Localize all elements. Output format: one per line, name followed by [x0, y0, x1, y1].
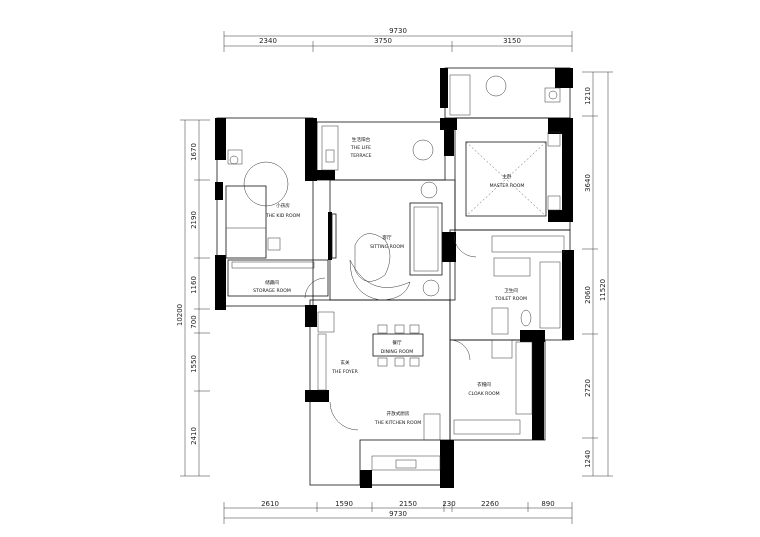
dim-top-total: 9730 [389, 27, 407, 35]
dim-left-seg-6: 2410 [190, 427, 198, 445]
dim-top-seg-3: 3150 [503, 37, 521, 45]
dimension-left: 10200 1670 2190 1160 700 1550 2410 [176, 119, 210, 477]
kid-room-cn: 小孩房 [276, 202, 290, 209]
toilet-room-cn: 卫生间 [504, 287, 518, 294]
room-kitchen: 开放式厨房 THE KITCHEN ROOM [374, 410, 421, 426]
room-storage: 储藏间 STORAGE ROOM [253, 279, 291, 294]
dim-left-seg-3: 1160 [190, 276, 198, 294]
sitting-room-en: SITTING ROOM [370, 244, 404, 250]
dim-bottom-seg-6: 890 [541, 500, 554, 508]
dim-bottom-seg-3: 2150 [399, 500, 417, 508]
room-foyer: 玄关 THE FOYER [331, 359, 358, 375]
room-toilet: 卫生间 TOILET ROOM [494, 287, 527, 302]
kitchen-room-cn: 开放式厨房 [387, 410, 410, 417]
dim-right-seg-5: 1240 [584, 450, 592, 468]
dimension-top: 9730 2340 3750 3150 [223, 27, 573, 52]
master-room-en: MASTER ROOM [490, 183, 525, 189]
dim-bottom-seg-5: 2260 [481, 500, 499, 508]
dim-right-seg-4: 2720 [584, 379, 592, 397]
room-life-terrace: 生活阳台 THE LIFE TERRACE [349, 136, 371, 159]
toilet-room-en: TOILET ROOM [494, 296, 527, 302]
foyer-en: THE FOYER [331, 369, 358, 375]
kitchen-room-en: THE KITCHEN ROOM [374, 420, 421, 426]
dim-left-total: 10200 [176, 304, 184, 326]
structural-walls [215, 68, 574, 488]
dim-top-seg-1: 2340 [259, 37, 277, 45]
room-sitting: 客厅 SITTING ROOM [370, 234, 404, 250]
dining-room-cn: 餐厅 [392, 339, 402, 346]
kid-room-en: THE KID ROOM [265, 213, 300, 219]
dim-left-seg-5: 1550 [190, 355, 198, 373]
life-terrace-en-1: THE LIFE [350, 145, 371, 151]
foyer-cn: 玄关 [340, 359, 350, 366]
dining-room-en: DINING ROOM [381, 349, 414, 355]
room-dining: 餐厅 DINING ROOM [381, 339, 414, 355]
room-cloak: 衣帽间 CLOAK ROOM [468, 381, 499, 397]
dim-bottom-seg-1: 2610 [261, 500, 279, 508]
dim-right-seg-2: 3640 [584, 174, 592, 192]
dim-bottom-seg-4: 230 [442, 500, 455, 508]
sitting-room-cn: 客厅 [382, 234, 392, 241]
master-room-cn: 主卧 [502, 173, 512, 180]
dim-left-seg-1: 1670 [190, 143, 198, 161]
storage-room-en: STORAGE ROOM [253, 288, 291, 294]
room-kid: 小孩房 THE KID ROOM [265, 202, 300, 219]
cloak-room-en: CLOAK ROOM [468, 391, 499, 397]
dim-top-seg-2: 3750 [374, 37, 392, 45]
dim-bottom-total: 9730 [389, 510, 407, 518]
life-terrace-en-2: TERRACE [349, 153, 371, 159]
storage-room-cn: 储藏间 [265, 279, 279, 286]
dim-right-seg-1: 1210 [584, 87, 592, 105]
dimension-right: 1210 3640 2060 2720 1240 11520 [582, 71, 613, 477]
room-master: 主卧 MASTER ROOM [490, 173, 525, 189]
furniture [225, 74, 565, 471]
cloak-room-cn: 衣帽间 [477, 381, 491, 388]
life-terrace-cn: 生活阳台 [352, 136, 371, 143]
dim-bottom-seg-2: 1590 [335, 500, 353, 508]
dim-left-seg-4: 700 [190, 315, 198, 328]
dim-left-seg-2: 2190 [190, 211, 198, 229]
dim-right-seg-3: 2060 [584, 286, 592, 304]
dimension-bottom: 2610 1590 2150 230 2260 890 9730 [223, 500, 573, 524]
dim-right-total: 11520 [599, 279, 607, 301]
